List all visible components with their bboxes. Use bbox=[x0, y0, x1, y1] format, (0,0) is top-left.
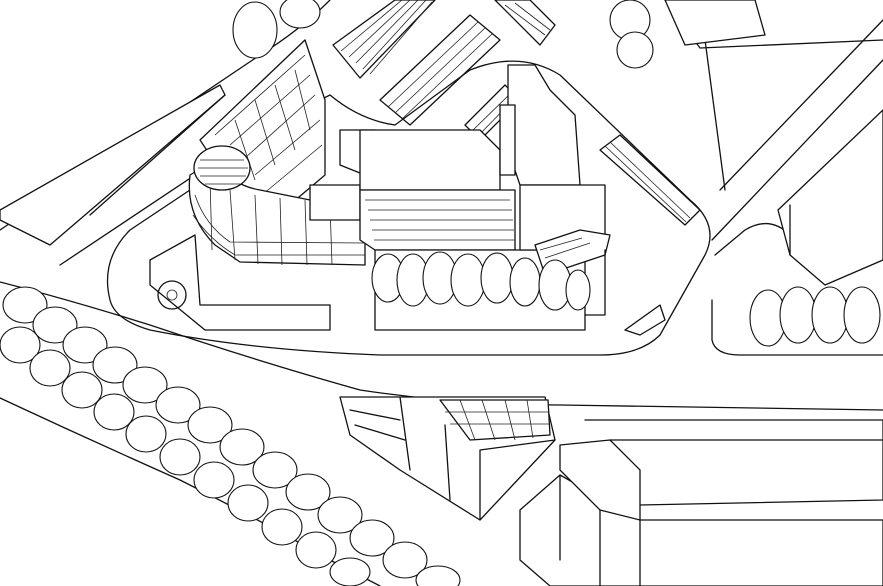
tree-avenue-lower-left bbox=[0, 286, 461, 586]
parking-lot-top bbox=[494, 0, 556, 46]
parking-lot-1 bbox=[332, 0, 436, 79]
right-street-edge-b bbox=[711, 59, 883, 241]
long-terrace-lower-right bbox=[519, 419, 883, 586]
plaza-outlines bbox=[149, 234, 666, 336]
top-vertical-road-a bbox=[704, 39, 726, 191]
triangular-glass-building bbox=[339, 396, 556, 521]
parking-lot-2 bbox=[379, 14, 501, 126]
tree-cluster-top bbox=[232, 0, 654, 69]
round-fountain bbox=[157, 280, 187, 310]
building-top-right bbox=[664, 0, 766, 46]
curved-glass-office-block bbox=[188, 39, 366, 266]
site-loop-road-outer bbox=[106, 60, 711, 356]
parking-lot-4 bbox=[599, 134, 701, 226]
tree-row-right-block bbox=[749, 286, 881, 347]
right-lower-curb bbox=[711, 299, 883, 356]
tall-block-right bbox=[499, 64, 611, 316]
tree-row-before-central-block bbox=[371, 251, 591, 311]
right-street-edge-a bbox=[719, 19, 883, 191]
block-far-right bbox=[777, 109, 883, 286]
long-slab-upper-left bbox=[0, 84, 226, 246]
